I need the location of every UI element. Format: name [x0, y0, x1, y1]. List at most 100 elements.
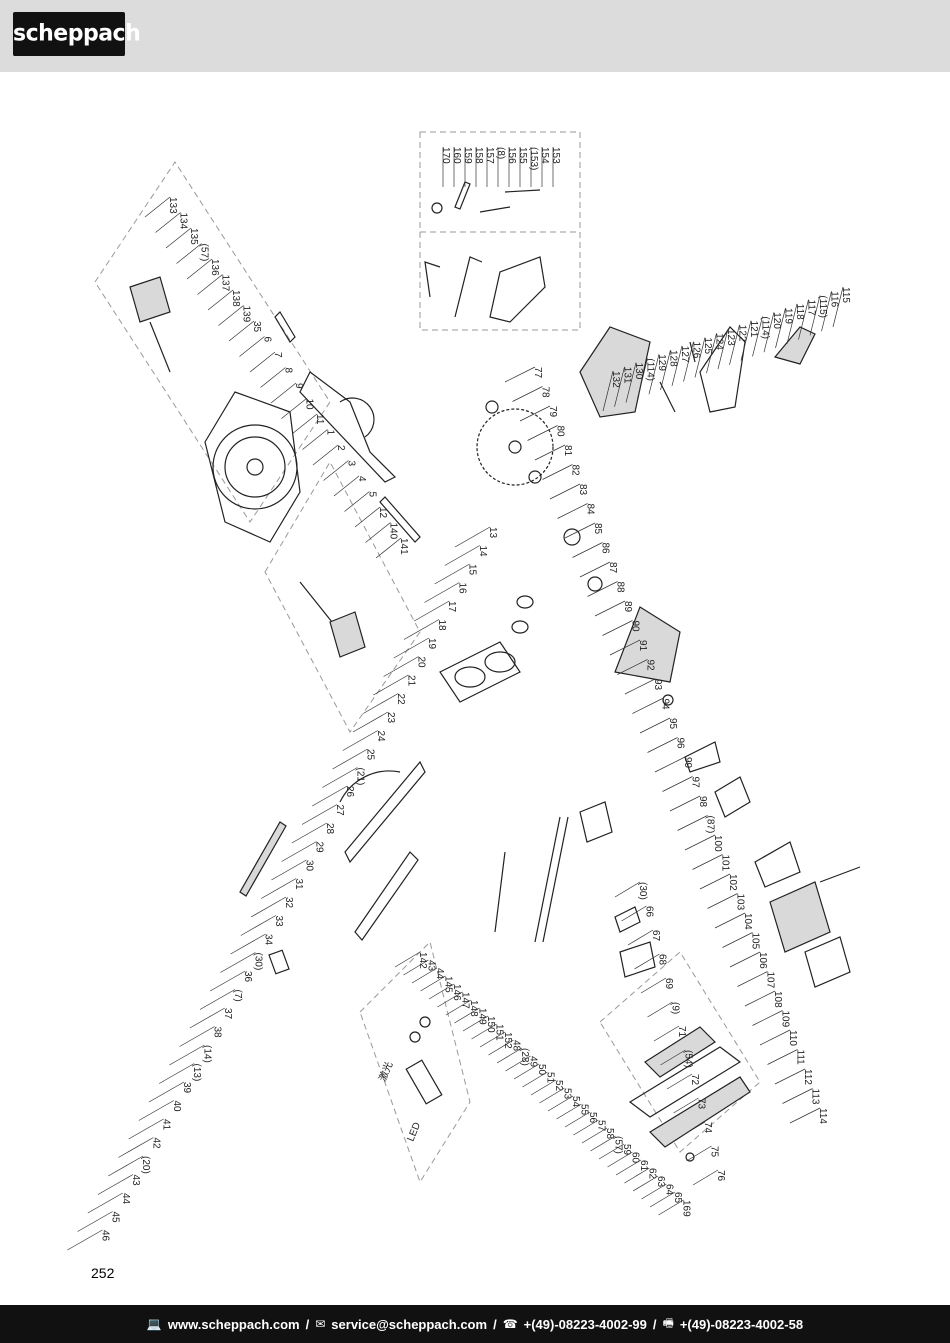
callout-leader	[640, 977, 667, 994]
part-number-label: 129	[656, 354, 667, 371]
callout-leader	[230, 933, 266, 955]
callout-leader	[694, 337, 706, 378]
part-number-label: 15	[467, 564, 478, 576]
part-number-label: 29	[314, 842, 325, 854]
part-number-label: 75	[709, 1146, 720, 1158]
part-number-label: 138	[230, 290, 241, 307]
part-number-label: 44	[120, 1193, 131, 1205]
callout-leader	[634, 953, 660, 970]
part-number-label: 140	[388, 523, 399, 540]
part-number-label: 48	[511, 1040, 522, 1052]
callout-leader	[437, 991, 463, 1008]
arm-rail-assembly	[239, 595, 613, 975]
part-number-label: 14	[477, 546, 488, 558]
part-number-label: 33	[273, 916, 284, 928]
part-number-label: 87	[607, 562, 618, 574]
callout-leader	[281, 398, 307, 419]
part-number-label: 97	[690, 777, 701, 789]
callout-leader	[513, 1063, 540, 1080]
callout-leader	[148, 1081, 185, 1103]
handle-assembly	[579, 326, 816, 418]
callout-leader	[144, 196, 171, 218]
part-number-label: 90	[630, 621, 641, 633]
part-number-label: 39	[181, 1082, 192, 1094]
part-number-label: 55	[579, 1104, 590, 1116]
callout-leader	[383, 656, 419, 677]
callout-leader	[556, 1103, 582, 1120]
part-number-label: (30)	[252, 953, 263, 971]
part-number-label: 74	[702, 1122, 713, 1134]
part-number-label: 80	[555, 426, 566, 438]
part-number-label: 95	[667, 718, 678, 730]
callout-leader	[666, 1073, 693, 1090]
part-number-label: 44	[434, 968, 445, 980]
callout-leader	[505, 1055, 531, 1072]
part-number-label: 28	[324, 823, 335, 835]
callout-leader	[138, 1100, 174, 1121]
scheppach-logo: scheppach	[13, 11, 141, 57]
callout-leader	[660, 1049, 686, 1066]
callout-leader	[159, 1063, 195, 1084]
callout-leader	[786, 303, 798, 344]
callout-leader	[291, 822, 327, 844]
callout-leader	[632, 1175, 659, 1192]
part-number-label: 23	[385, 712, 396, 724]
part-number-label: 130	[633, 363, 644, 380]
callout-leader	[767, 1049, 798, 1065]
callout-leader	[774, 1068, 806, 1085]
part-number-label: 20	[416, 657, 427, 669]
part-number-label: 12	[377, 507, 388, 519]
callout-leader	[454, 1007, 480, 1024]
part-number-label: 147	[460, 992, 471, 1009]
part-number-label: (21)	[354, 768, 365, 786]
email-link[interactable]: service@scheppach.com	[331, 1316, 488, 1332]
part-number-label: 31	[293, 879, 304, 891]
callout-leader	[504, 366, 536, 383]
callout-leader	[607, 1151, 633, 1168]
part-number-label: 89	[622, 601, 633, 613]
part-number-label: 94	[660, 699, 671, 711]
part-number-label: 109	[780, 1011, 791, 1028]
callout-leader	[782, 1088, 813, 1104]
callout-leader	[587, 581, 618, 597]
led-label: LED	[406, 1121, 423, 1143]
callout-leader	[740, 320, 752, 361]
callout-leader	[717, 328, 729, 370]
part-number-label: 111	[795, 1050, 806, 1066]
part-number-label: 155	[517, 147, 528, 164]
part-number-label: 43	[426, 960, 437, 972]
part-number-label: 106	[757, 952, 768, 969]
part-number-label: (114)	[645, 358, 656, 381]
part-number-label: 63	[655, 1176, 666, 1188]
callout-leader	[261, 878, 297, 899]
callout-leader	[394, 951, 421, 968]
callout-leader	[67, 1229, 103, 1251]
part-number-label: 6	[262, 337, 273, 343]
part-number-label: 34	[263, 934, 274, 946]
callout-leader	[641, 1183, 667, 1200]
callout-leader	[679, 1121, 706, 1138]
callout-leader	[375, 537, 402, 559]
part-number-label: 5	[367, 492, 378, 498]
page-number: 252	[91, 1265, 115, 1281]
callout-leader	[534, 444, 566, 461]
callout-leader	[344, 491, 370, 512]
part-number-label: 153	[550, 147, 561, 164]
accessories-box	[424, 181, 546, 323]
part-number-label: 119	[783, 308, 794, 324]
part-number-label: 27	[334, 805, 345, 817]
part-number-label: 67	[650, 930, 661, 942]
website-link[interactable]: www.scheppach.com	[167, 1316, 300, 1332]
callout-leader	[602, 370, 614, 412]
callout-leader	[414, 600, 450, 622]
part-number-label: 13	[487, 527, 498, 539]
part-number-label: 3	[346, 461, 357, 467]
callout-leader	[609, 639, 641, 656]
callout-leader	[488, 1039, 514, 1056]
part-number-label: 65	[672, 1192, 683, 1204]
part-number-label: 170	[440, 147, 451, 164]
part-number-label: 2	[335, 445, 346, 451]
part-number-label: (114)	[760, 316, 771, 339]
part-number-label: 32	[283, 897, 294, 909]
callout-leader	[594, 600, 626, 617]
